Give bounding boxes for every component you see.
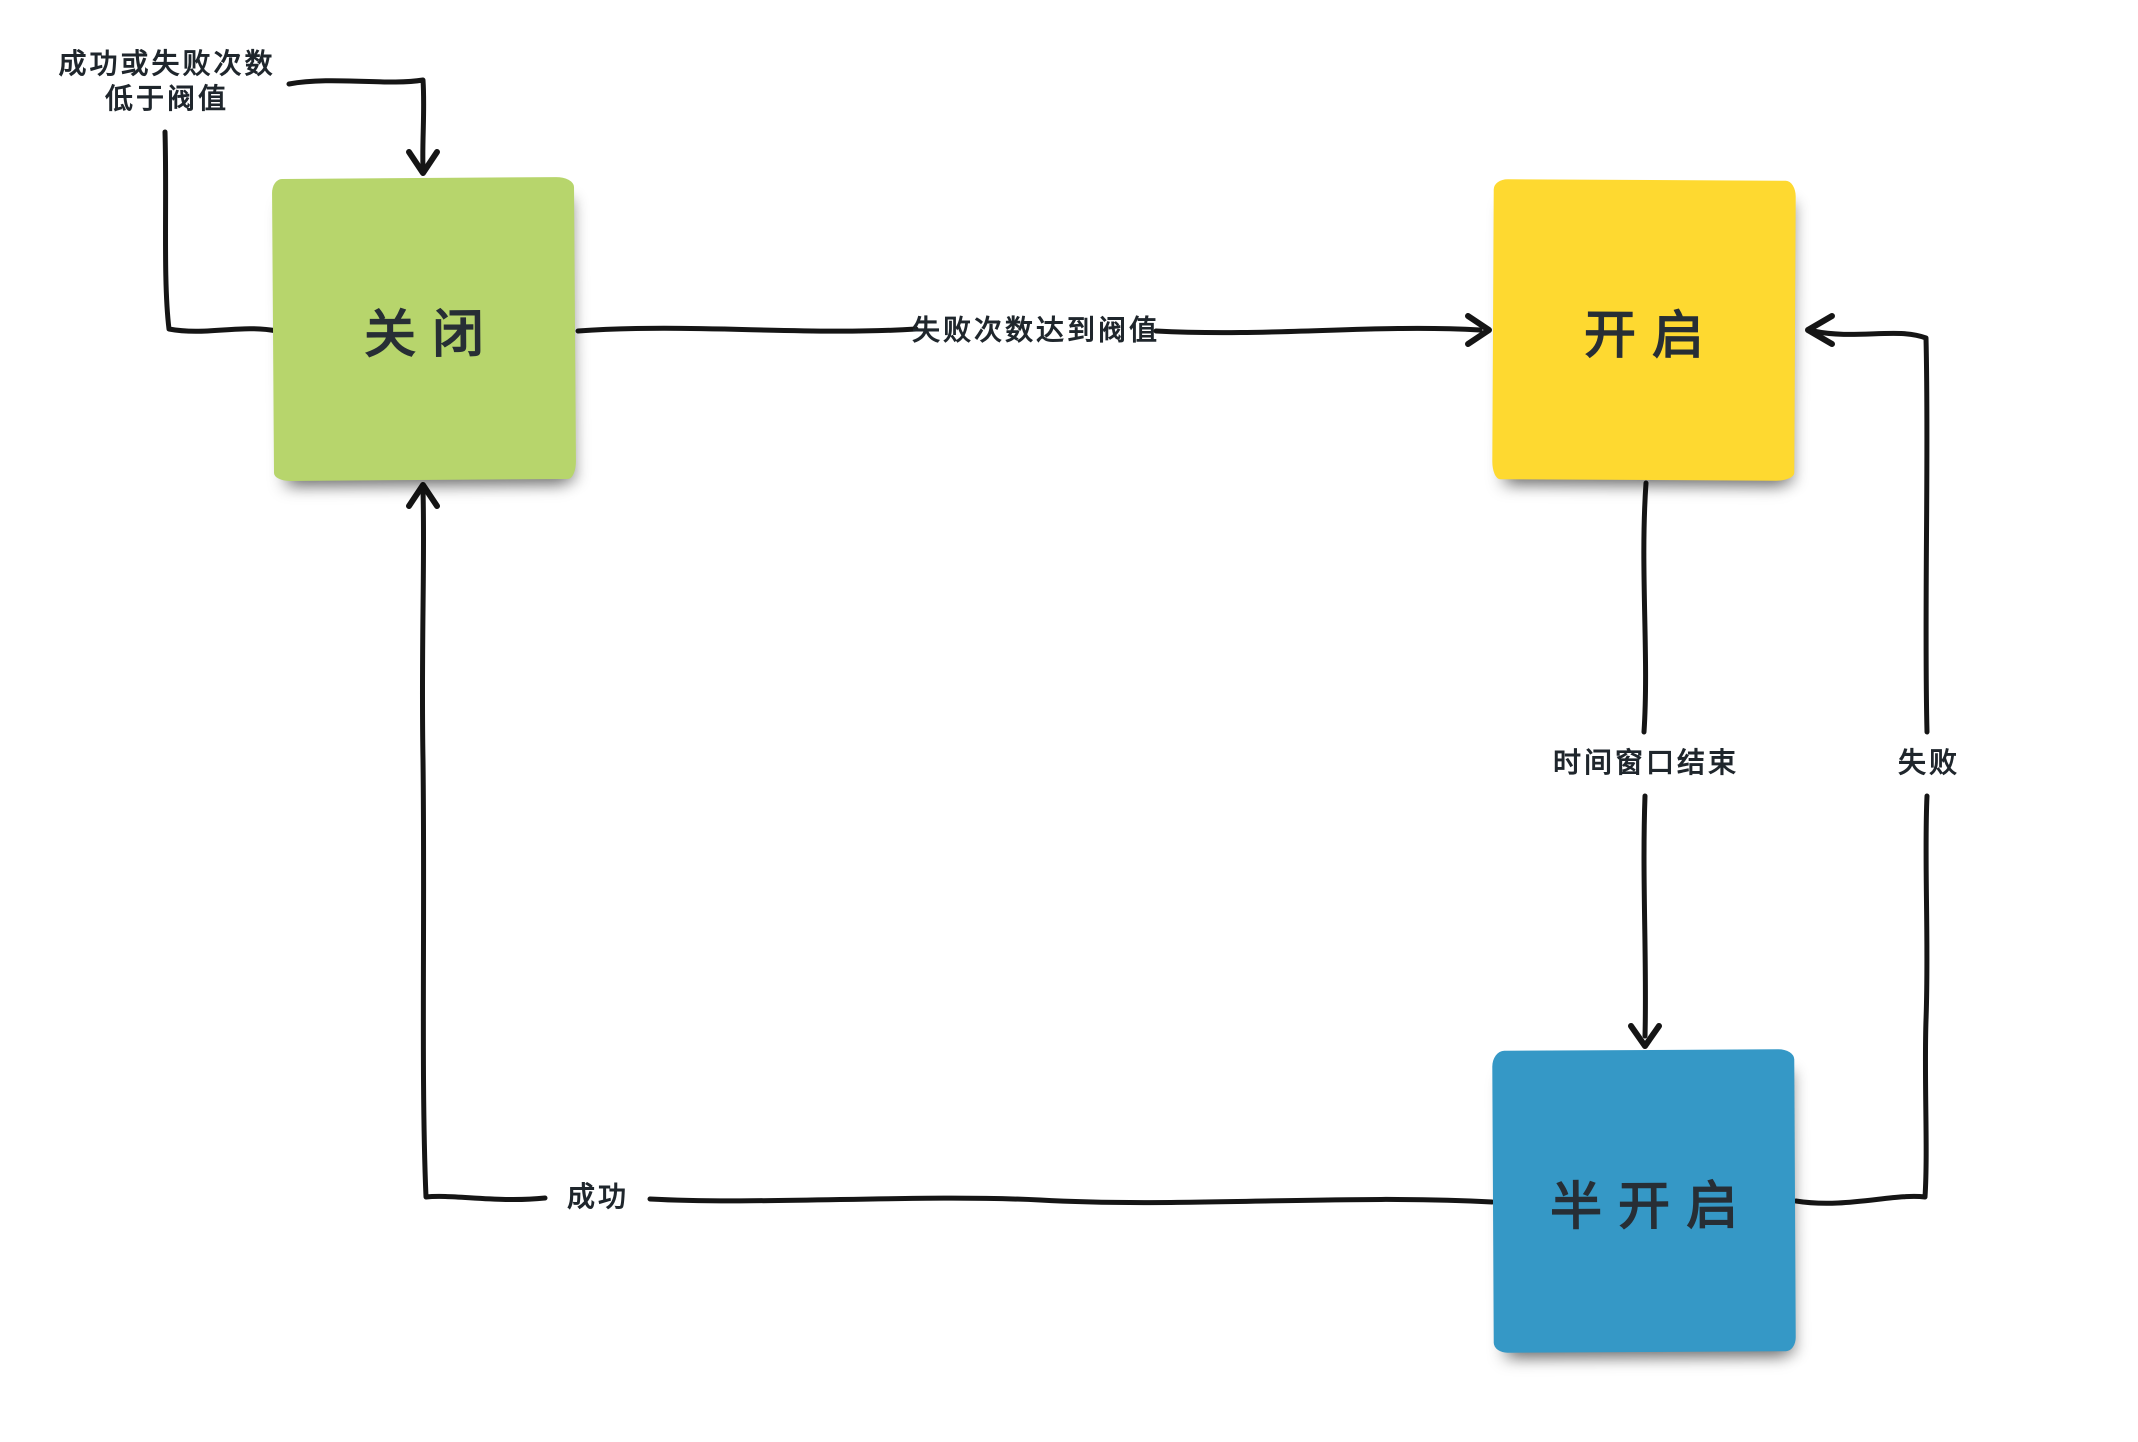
state-half-open: 半开启 bbox=[1492, 1049, 1796, 1353]
edge-half-to-closed-right bbox=[647, 1195, 1495, 1206]
edge-closed-to-open-left bbox=[575, 325, 919, 334]
edge-open-to-half-bottom bbox=[1641, 793, 1648, 1039]
state-half-open-label: 半开启 bbox=[1549, 1175, 1755, 1237]
edge-half-to-open-lower bbox=[1793, 793, 1930, 1206]
arrowhead-into-closed-top bbox=[406, 149, 440, 176]
state-open: 开启 bbox=[1492, 179, 1796, 481]
edge-self-loop-left bbox=[162, 129, 280, 334]
arrowhead-into-closed-bottom bbox=[406, 482, 440, 509]
transition-label-half-open-to-closed: 成功 bbox=[566, 1180, 630, 1213]
state-closed-label: 关闭 bbox=[363, 303, 501, 365]
state-open-label: 开启 bbox=[1583, 305, 1721, 366]
arrowhead-into-open-right bbox=[1805, 313, 1835, 347]
transition-label-self-loop-line2: 低于阀值 bbox=[104, 82, 230, 115]
transition-label-closed-to-open: 失败次数达到阀值 bbox=[911, 313, 1160, 347]
transition-label-self-loop: 成功或失败次数 低于阀值 bbox=[58, 46, 275, 116]
edge-open-to-half-top bbox=[1641, 480, 1649, 735]
transition-label-open-to-half-open: 时间窗口结束 bbox=[1552, 746, 1740, 779]
transition-label-half-open-to-open: 失败 bbox=[1897, 746, 1961, 779]
edge-half-to-open-upper bbox=[1810, 328, 1930, 735]
transition-label-self-loop-line1: 成功或失败次数 bbox=[58, 47, 276, 80]
edge-closed-to-open-right bbox=[1153, 325, 1483, 336]
edge-half-to-closed-left-up bbox=[419, 488, 548, 1202]
state-closed: 关闭 bbox=[271, 176, 577, 482]
arrowhead-into-open-left bbox=[1465, 313, 1492, 347]
edge-self-loop-right bbox=[286, 77, 427, 170]
arrowhead-into-half-open-top bbox=[1628, 1023, 1662, 1049]
